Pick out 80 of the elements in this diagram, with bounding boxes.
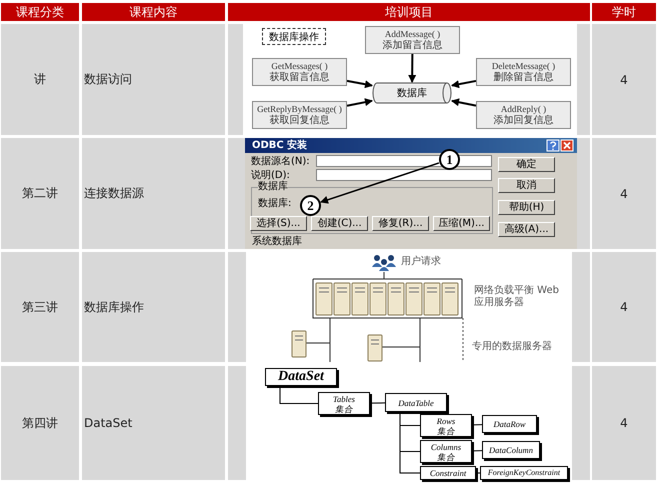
class-box: [482, 441, 540, 459]
node-subtext: 添加回复信息: [494, 114, 554, 126]
arrow: [346, 98, 373, 107]
course-topic: DataSet: [84, 416, 132, 430]
class-hours: 4: [620, 300, 628, 314]
column-header: 学时: [592, 3, 656, 21]
class-box: [480, 466, 568, 480]
class-box: [420, 440, 472, 463]
class-hours: 4: [620, 72, 628, 86]
window-title: ODBC 安装: [252, 140, 308, 152]
dialog-button: 压缩(M)...: [433, 216, 490, 231]
arrow: [451, 98, 476, 107]
node-subtext: 获取回复信息: [270, 114, 330, 126]
dialog-button: 选择(S)...: [250, 216, 307, 231]
field-label: 数据库:: [258, 198, 292, 210]
course-topic: 连接数据源: [84, 185, 144, 202]
class-box: [385, 393, 447, 412]
class-box: [482, 415, 537, 433]
node-text: DataSet: [278, 372, 324, 382]
arrow: [451, 80, 476, 88]
caption-text: 用户请求: [401, 256, 441, 268]
node-text: 数据库: [397, 86, 427, 100]
class-hours: 4: [620, 416, 628, 430]
node-text: GetReplyByMessage( ): [257, 104, 342, 114]
node-subtext: 添加留言信息: [382, 40, 442, 52]
arrow: [346, 80, 373, 88]
method-box: [365, 26, 460, 54]
node-text: DeleteMessage( ): [492, 60, 556, 72]
field-label: 数据源名(N):: [251, 156, 310, 168]
dialog-button: 取消: [498, 178, 555, 193]
dialog-button: 创建(C)...: [311, 216, 368, 231]
lesson-number: 讲: [34, 71, 46, 88]
class-hours: 4: [620, 186, 628, 200]
dialog-button: 帮助(H): [498, 200, 555, 215]
node-text: DataRow: [493, 419, 526, 429]
course-topic: 数据库操作: [84, 298, 144, 316]
dialog-button: 修复(R)...: [372, 216, 429, 231]
node-subtext: 获取留言信息: [270, 72, 330, 84]
node-text: ForeignKeyConstraint: [488, 468, 560, 478]
caption-text: 网络负载平衡 Web 应用服务器: [474, 285, 560, 309]
node-subtext: 删除留言信息: [494, 72, 554, 84]
dialog-button: 高级(A)...: [498, 222, 555, 237]
arrow: [408, 54, 416, 83]
node-text: DataColumn: [489, 445, 533, 455]
lesson-number: 第三讲: [22, 298, 58, 316]
node-text: Rows 集合: [436, 416, 456, 436]
node-text: AddReply( ): [500, 104, 546, 114]
class-box: [265, 368, 337, 386]
class-box: [318, 392, 370, 415]
arrow: [320, 162, 440, 204]
connector-line: [370, 402, 386, 404]
column-header: 培训项目: [228, 3, 590, 21]
course-topic: 数据访问: [84, 71, 132, 88]
section-label: 系统数据库: [252, 236, 302, 248]
connector-line: [400, 412, 420, 474]
class-box: [420, 414, 472, 437]
connector-line: [280, 386, 318, 404]
node-text: GetMessages( ): [271, 60, 328, 72]
caption-text: 专用的数据服务器: [472, 341, 552, 353]
callout-digit: 2: [307, 198, 314, 214]
class-box: [420, 466, 476, 480]
node-text: Constraint: [430, 468, 466, 478]
method-box: [252, 101, 347, 129]
group-label: 数据库: [258, 181, 288, 193]
method-box: [476, 101, 571, 129]
node-text: Columns 集合: [430, 442, 462, 462]
lesson-number: 第四讲: [22, 414, 58, 432]
node-text: Tables 集合: [333, 394, 355, 414]
method-box: [252, 58, 347, 86]
field-label: 说明(D):: [251, 170, 290, 180]
node-text: AddMessage( ): [384, 28, 440, 40]
method-box: [476, 58, 571, 86]
lesson-number: 第二讲: [22, 185, 58, 202]
dialog-button: 确定: [498, 157, 555, 172]
legend-box: [262, 28, 326, 45]
node-text: DataTable: [398, 398, 434, 408]
column-header: 课程内容: [82, 3, 225, 21]
node-text: 数据库操作: [269, 30, 319, 44]
callout-digit: 1: [446, 152, 453, 168]
column-header: 课程分类: [1, 3, 79, 21]
